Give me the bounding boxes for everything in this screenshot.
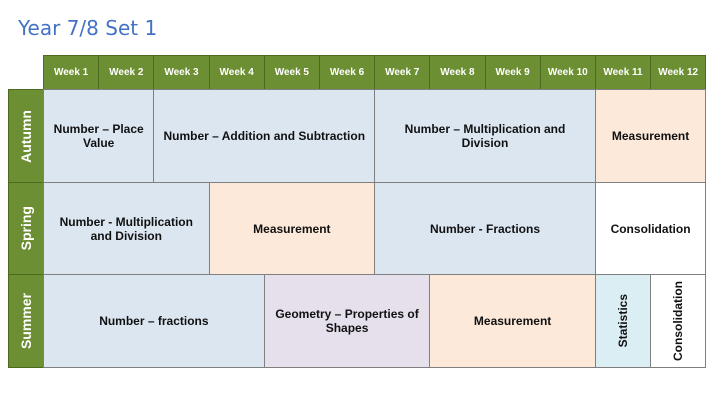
term-label-text: Spring — [18, 206, 34, 251]
unit-cell: Consolidation — [594, 182, 707, 275]
unit-cell: Number – fractions — [43, 274, 265, 368]
page-title: Year 7/8 Set 1 — [18, 16, 158, 40]
unit-text: Statistics — [615, 294, 630, 348]
week-header: Week 12 — [650, 55, 707, 90]
week-header: Week 8 — [429, 55, 486, 90]
term-label-summer: Summer — [8, 274, 44, 368]
week-header: Week 5 — [263, 55, 320, 90]
week-header: Week 10 — [539, 55, 596, 90]
unit-cell: Number – Place Value — [43, 89, 155, 183]
week-header: Week 3 — [153, 55, 210, 90]
week-header: Week 6 — [318, 55, 376, 90]
scheme-of-work-table: Week 1 Week 2 Week 3 Week 4 Week 5 Week … — [8, 55, 707, 368]
week-header: Week 9 — [484, 55, 541, 90]
corner-cell — [8, 55, 43, 89]
unit-text: Consolidation — [671, 281, 686, 361]
unit-cell: Number - Multiplication and Division — [43, 182, 210, 275]
unit-cell: Number – Addition and Subtraction — [153, 89, 376, 183]
term-label-text: Autumn — [18, 109, 34, 163]
unit-cell: Consolidation — [650, 274, 707, 368]
unit-cell: Number – Multiplication and Division — [374, 89, 596, 183]
unit-cell: Measurement — [429, 274, 596, 368]
term-label-autumn: Autumn — [8, 89, 44, 183]
week-header: Week 7 — [374, 55, 431, 90]
unit-cell: Number - Fractions — [374, 182, 596, 275]
unit-cell: Measurement — [208, 182, 376, 275]
week-header: Week 1 — [43, 55, 100, 90]
unit-cell: Measurement — [594, 89, 707, 183]
week-header: Week 2 — [98, 55, 155, 90]
week-header: Week 4 — [208, 55, 265, 90]
week-header: Week 11 — [594, 55, 652, 90]
term-label-text: Summer — [18, 292, 34, 350]
unit-cell: Statistics — [594, 274, 652, 368]
term-label-spring: Spring — [8, 182, 44, 275]
unit-cell: Geometry – Properties of Shapes — [263, 274, 431, 368]
